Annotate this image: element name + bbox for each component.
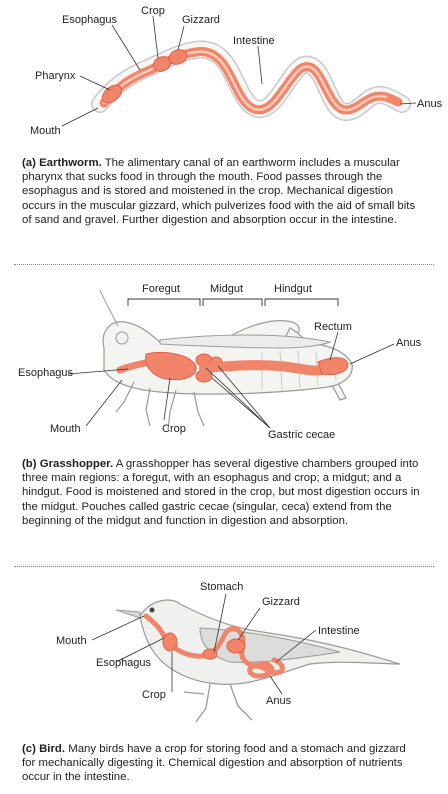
divider bbox=[14, 264, 434, 265]
grasshopper-panel: Foregut Midgut Hindgut bbox=[0, 270, 448, 455]
region-brackets bbox=[127, 298, 339, 306]
label-rectum: Rectum bbox=[314, 321, 352, 333]
grasshopper-diagram: Foregut Midgut Hindgut bbox=[18, 283, 422, 441]
grasshopper-gut bbox=[116, 352, 349, 383]
earthworm-caption: (a) Earthworm. The alimentary canal of a… bbox=[22, 156, 422, 227]
label-crop: Crop bbox=[142, 689, 166, 701]
grasshopper-crop bbox=[145, 352, 197, 380]
label-mouth: Mouth bbox=[30, 125, 61, 137]
label-intestine: Intestine bbox=[318, 625, 360, 637]
label-midgut: Midgut bbox=[210, 283, 243, 295]
earthworm-gizzard bbox=[168, 49, 188, 65]
label-anus: Anus bbox=[417, 98, 443, 110]
label-esophagus: Esophagus bbox=[18, 367, 74, 379]
earthworm-diagram: Crop Esophagus Gizzard Intestine Pharynx… bbox=[30, 5, 443, 137]
label-gizzard: Gizzard bbox=[182, 14, 220, 26]
grasshopper-caption: (b) Grasshopper. A grasshopper has sever… bbox=[22, 457, 422, 528]
bird-intestine bbox=[237, 629, 285, 679]
bird-legs bbox=[183, 683, 253, 723]
grasshopper-front-legs bbox=[115, 381, 205, 431]
caption-text: The alimentary canal of an earthworm inc… bbox=[22, 157, 416, 226]
bird-diagram: Stomach Gizzard Intestine Mouth Esophagu… bbox=[56, 581, 401, 723]
caption-lead: (b) Grasshopper. bbox=[22, 458, 114, 470]
bird-crop bbox=[162, 632, 178, 652]
label-esophagus: Esophagus bbox=[62, 14, 118, 26]
label-crop: Crop bbox=[162, 423, 186, 435]
label-anus: Anus bbox=[396, 337, 422, 349]
caption-text: A grasshopper has several digestive cham… bbox=[22, 458, 420, 527]
caption-lead: (c) Bird. bbox=[22, 743, 66, 755]
label-anus: Anus bbox=[266, 695, 292, 707]
label-esophagus: Esophagus bbox=[96, 657, 152, 669]
label-intestine: Intestine bbox=[233, 35, 275, 47]
bird-gizzard bbox=[226, 638, 246, 654]
caption-text: Many birds have a crop for storing food … bbox=[22, 743, 406, 784]
divider bbox=[14, 566, 434, 567]
label-hindgut: Hindgut bbox=[274, 283, 312, 295]
label-mouth: Mouth bbox=[56, 635, 87, 647]
label-crop: Crop bbox=[141, 5, 165, 17]
label-stomach: Stomach bbox=[200, 581, 243, 593]
bird-panel: Stomach Gizzard Intestine Mouth Esophagu… bbox=[0, 572, 448, 737]
label-pharynx: Pharynx bbox=[35, 70, 76, 82]
label-gizzard: Gizzard bbox=[262, 596, 300, 608]
label-gastric-cecae: Gastric cecae bbox=[268, 429, 335, 441]
earthworm-panel: Crop Esophagus Gizzard Intestine Pharynx… bbox=[0, 0, 448, 152]
bird-stomach bbox=[202, 648, 218, 660]
label-mouth: Mouth bbox=[50, 423, 81, 435]
label-foregut: Foregut bbox=[142, 283, 180, 295]
bird-caption: (c) Bird. Many birds have a crop for sto… bbox=[22, 742, 422, 785]
caption-lead: (a) Earthworm. bbox=[22, 157, 102, 169]
